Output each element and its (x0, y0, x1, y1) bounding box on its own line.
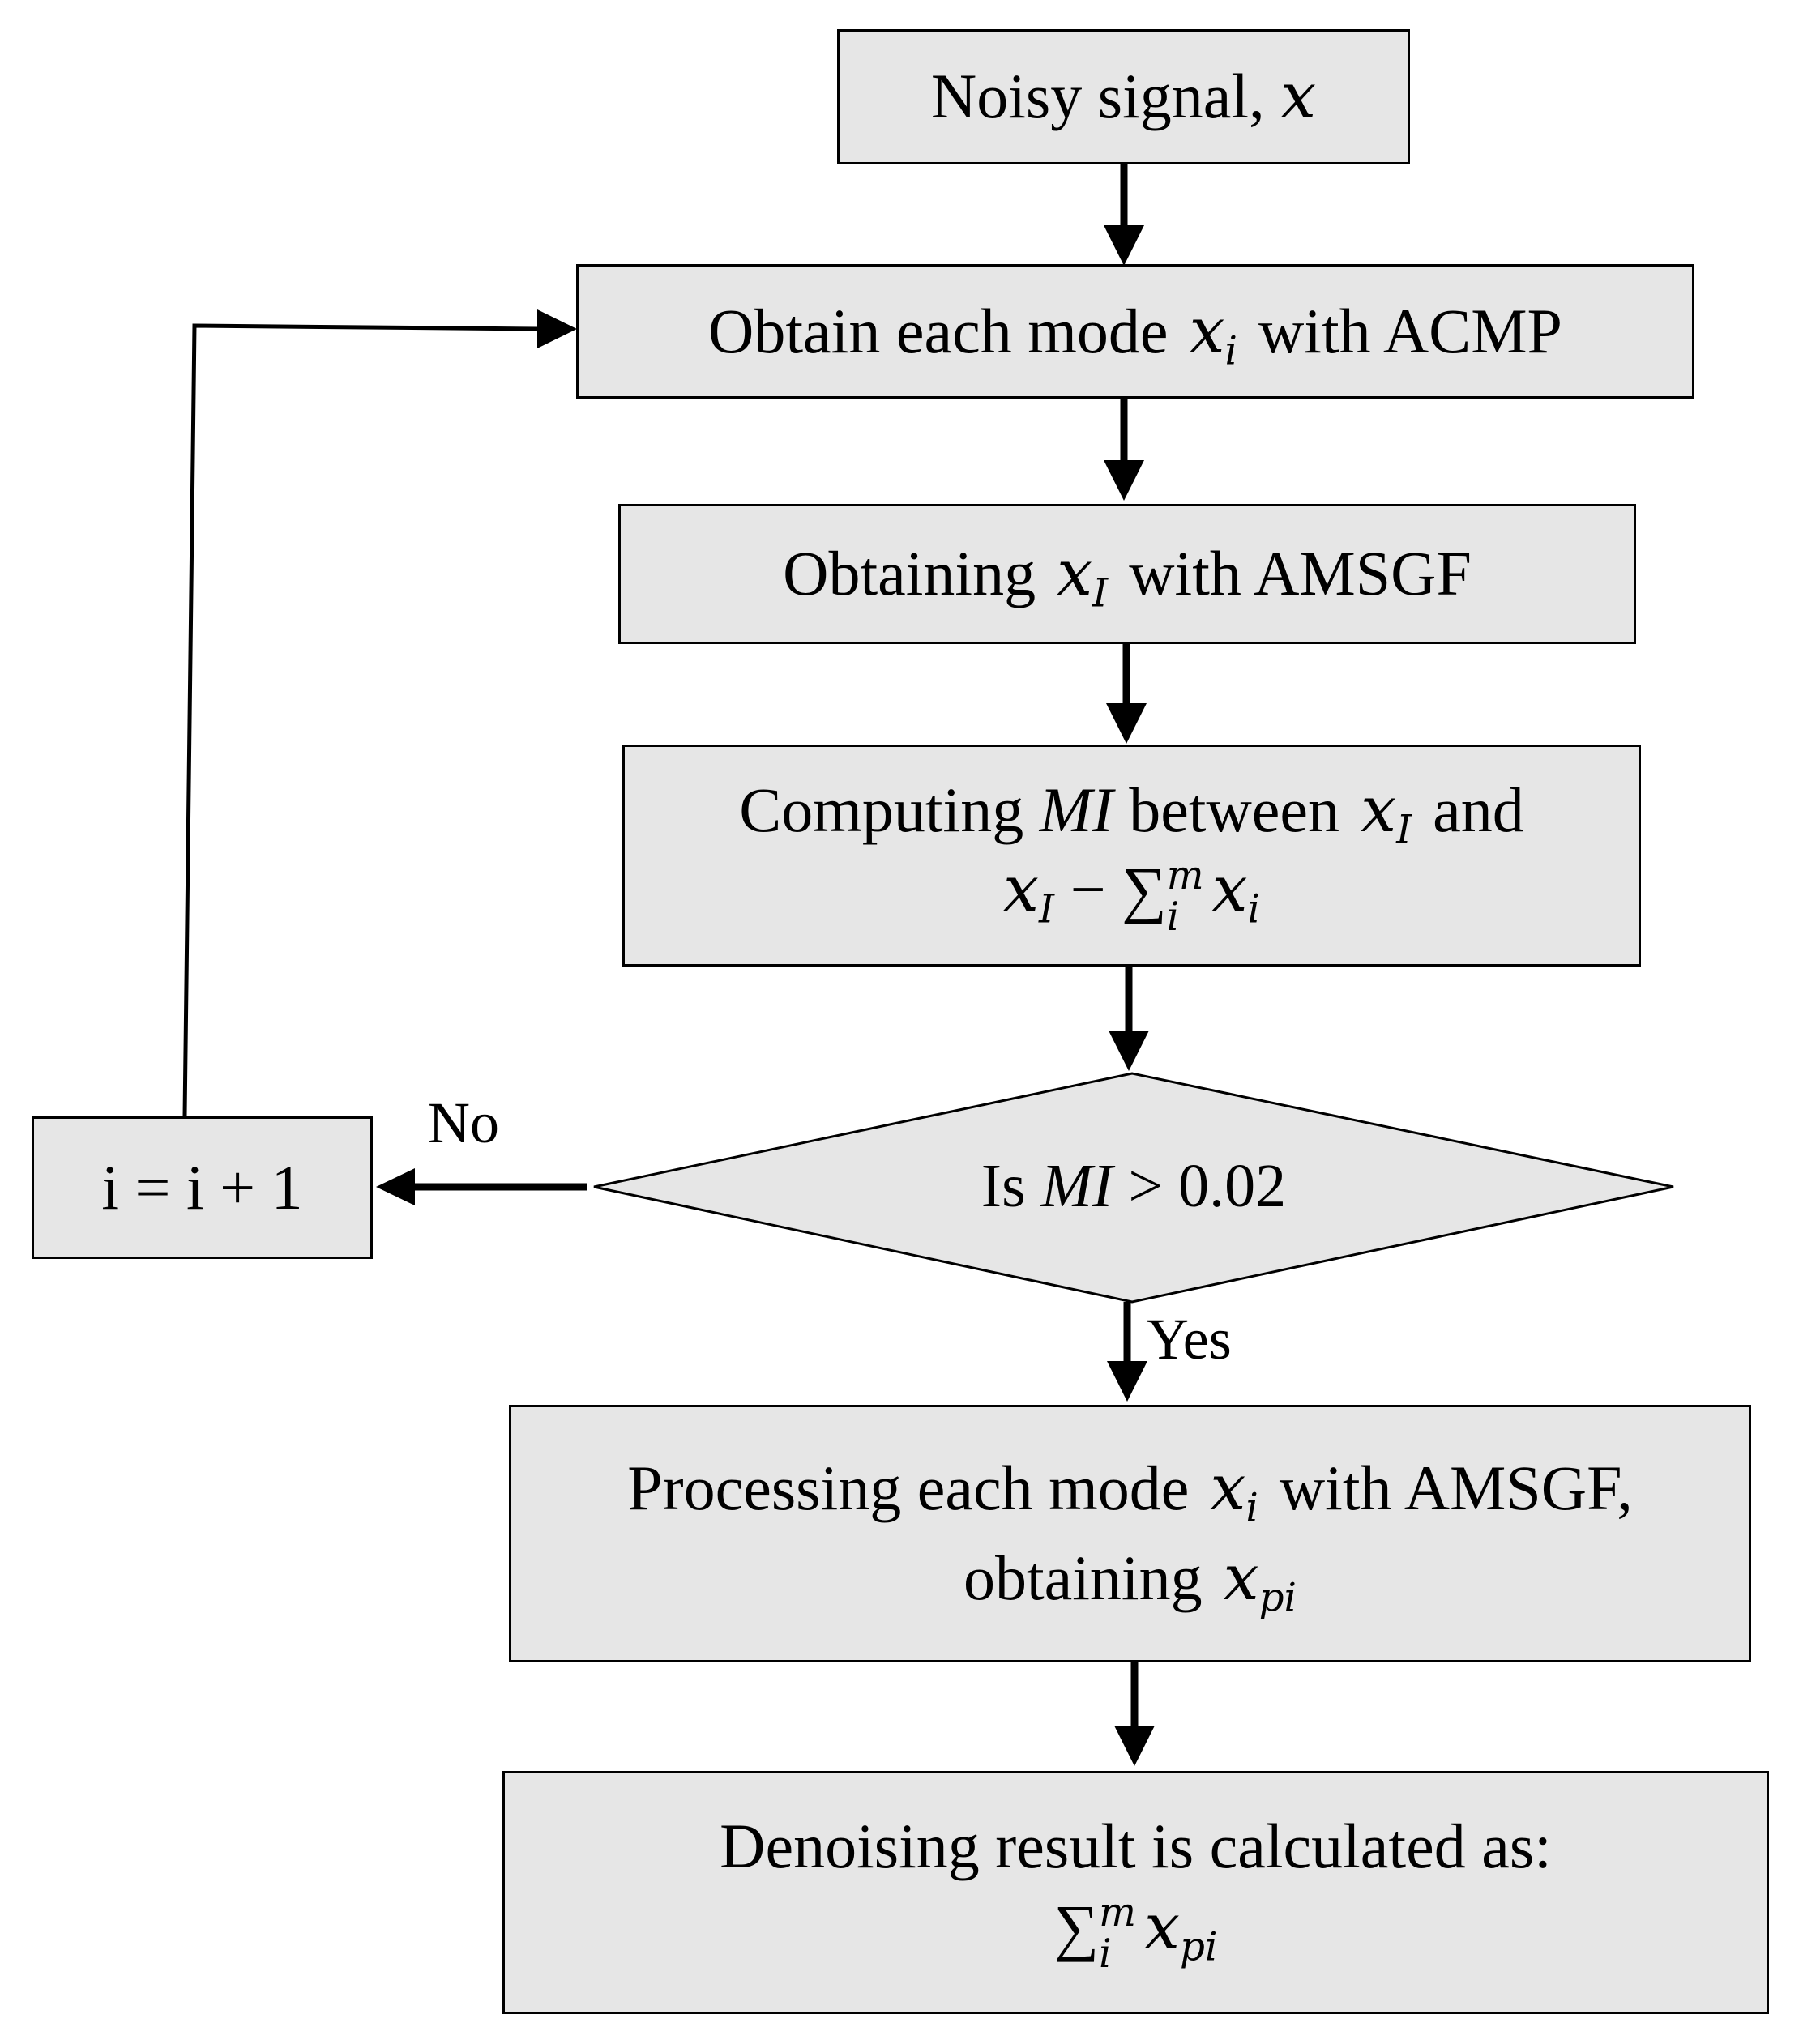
obtaining-xi-sub: I (1092, 570, 1109, 617)
noisy-signal-text: Noisy signal, (930, 61, 1281, 132)
node-increment: i = i + 1 (32, 1116, 373, 1259)
obtaining-xi-var: x (1057, 537, 1093, 611)
compute-mi-l2-var2: x (1211, 853, 1248, 927)
process-before: Processing each mode (627, 1453, 1190, 1524)
compute-mi-l2-sub2: i (1247, 886, 1261, 932)
node-process-modes: Processing each mode xi with AMSGF, obtain… (509, 1405, 1751, 1662)
decision-rest: > 0.02 (1113, 1151, 1287, 1220)
increment-text: i = i + 1 (101, 1152, 303, 1223)
compute-mi-l2-sum: ∑ (1122, 854, 1167, 925)
obtaining-xi-after: with AMSGF (1129, 538, 1472, 609)
arrow-decision-yes (1107, 1302, 1147, 1402)
node-noisy-signal: Noisy signal, x (837, 29, 1410, 164)
compute-mi-l2-sum-sup: m (1166, 852, 1204, 898)
compute-mi-l2-var1: x (1002, 853, 1039, 927)
noisy-signal-var: x (1280, 60, 1317, 134)
arrow-obtaining-xi-to-compute-mi (1106, 644, 1147, 744)
result-sum-sup: m (1099, 1890, 1137, 1936)
compute-mi-between: between (1113, 774, 1340, 845)
edge-label-no: No (428, 1090, 499, 1155)
arrow-obtain-modes-to-obtaining-xi (1104, 399, 1144, 501)
obtain-modes-before: Obtain each mode (708, 295, 1169, 366)
compute-mi-before: Computing (739, 774, 1024, 845)
arrow-compute-mi-to-decision (1109, 967, 1149, 1071)
decision-text: Is MI > 0.02 (594, 1129, 1673, 1243)
decision-mi: MI (1040, 1151, 1113, 1220)
process-var: x (1210, 1452, 1246, 1526)
compute-mi-l2-minus: − (1054, 854, 1122, 925)
result-sum: ∑ (1053, 1891, 1100, 1962)
process-sub: i (1245, 1485, 1258, 1531)
compute-mi-l2-sub1: I (1038, 886, 1055, 932)
process-sub2: pi (1258, 1575, 1297, 1621)
arrow-process-to-result (1114, 1662, 1155, 1766)
result-line1: Denoising result is calculated as: (720, 1811, 1552, 1882)
obtain-modes-var: x (1189, 294, 1225, 368)
compute-mi-l2-sum-sub: i (1166, 894, 1180, 940)
arrow-loop-back (182, 309, 577, 1117)
result-var: x (1144, 1890, 1181, 1964)
decision-is: Is (981, 1151, 1041, 1220)
arrow-decision-no (376, 1168, 587, 1205)
edge-label-yes: Yes (1147, 1307, 1232, 1372)
decision-diamond (593, 1072, 1674, 1304)
compute-mi-and: and (1433, 774, 1524, 845)
process-after: with AMSGF, (1279, 1453, 1633, 1524)
compute-mi-sub: I (1396, 807, 1412, 853)
compute-mi-mi: MI (1039, 774, 1113, 845)
process-var2: x (1223, 1542, 1259, 1615)
compute-mi-var: x (1361, 773, 1397, 847)
result-sum-sub: i (1099, 1931, 1112, 1977)
node-obtain-modes: Obtain each mode xi with ACMP (576, 264, 1694, 399)
arrow-noisy-to-obtain-modes (1104, 164, 1144, 266)
process-line2: obtaining (963, 1543, 1203, 1613)
obtain-modes-sub: i (1224, 328, 1237, 374)
obtain-modes-after: with ACMP (1258, 295, 1562, 366)
result-sub: pi (1180, 1924, 1218, 1970)
obtaining-xi-before: Obtaining (783, 538, 1036, 609)
